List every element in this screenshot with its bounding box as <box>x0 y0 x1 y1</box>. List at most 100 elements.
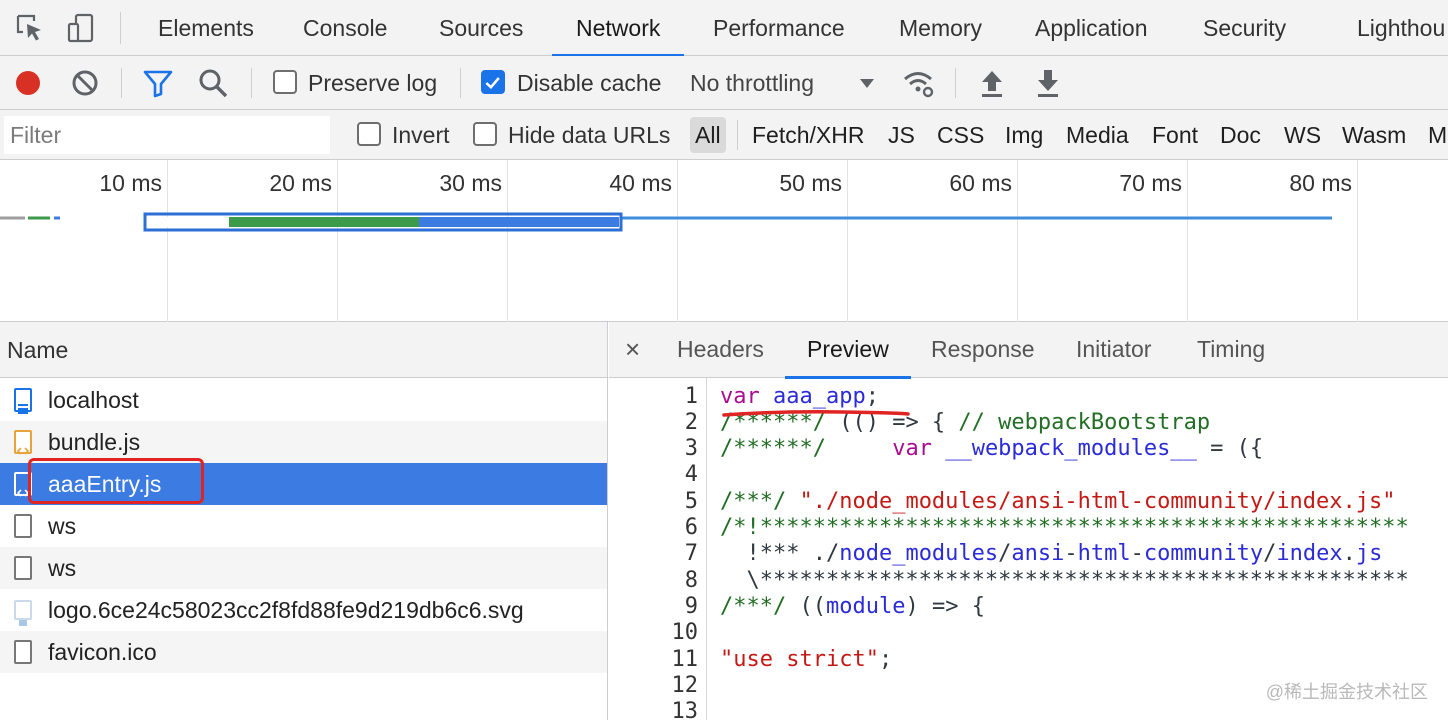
filter-icon[interactable] <box>142 67 174 99</box>
network-conditions-icon[interactable] <box>902 67 934 99</box>
device-toolbar-icon[interactable] <box>66 12 98 44</box>
annotation-underline <box>722 410 910 417</box>
hide-data-urls-label[interactable]: Hide data URLs <box>508 122 671 148</box>
code-line: /***/ "./node_modules/ansi-html-communit… <box>720 489 1396 514</box>
code-line: !*** ./node_modules/ansi-html-community/… <box>720 541 1383 566</box>
request-detail-pane: × Headers Preview Response Initiator Tim… <box>609 322 1448 720</box>
request-name: localhost <box>48 387 139 413</box>
timeline-tick-label: 60 ms <box>949 170 1012 196</box>
watermark-text: @稀土掘金技术社区 <box>1265 682 1428 702</box>
filter-type-all[interactable]: All <box>690 117 726 153</box>
line-number: 3 <box>684 436 698 461</box>
document-icon <box>14 388 32 414</box>
line-number: 2 <box>684 410 698 435</box>
timeline-tick-label: 80 ms <box>1289 170 1352 196</box>
export-har-icon[interactable] <box>1032 67 1064 99</box>
toolbar-divider <box>120 12 121 44</box>
column-header-name[interactable]: Name <box>0 322 607 378</box>
filter-type-img[interactable]: Img <box>1005 122 1044 148</box>
request-row[interactable]: localhost <box>0 379 607 421</box>
timeline-tick-label: 50 ms <box>779 170 842 196</box>
import-har-icon[interactable] <box>976 67 1008 99</box>
tab-elements[interactable]: Elements <box>158 15 254 41</box>
timeline-gridline <box>337 160 338 322</box>
devtools-tab-bar: Elements Console Sources Network Perform… <box>0 0 1448 57</box>
timeline-overview[interactable]: 10 ms 20 ms 30 ms 40 ms 50 ms 60 ms 70 m… <box>0 160 1448 322</box>
code-line: /*!*************************************… <box>720 515 1409 540</box>
script-file-icon <box>14 430 32 455</box>
chevron-down-icon[interactable] <box>851 67 883 99</box>
filter-bar: Invert Hide data URLs All Fetch/XHR JS C… <box>0 110 1448 160</box>
request-row[interactable]: logo.6ce24c58023cc2f8fd88fe9d219db6c6.sv… <box>0 589 607 631</box>
throttling-select[interactable]: No throttling <box>690 70 815 96</box>
preserve-log-checkbox[interactable] <box>273 70 297 94</box>
timeline-gridline <box>677 160 678 322</box>
tab-sources[interactable]: Sources <box>439 15 524 41</box>
inspect-element-icon[interactable] <box>14 12 46 44</box>
preserve-log-label[interactable]: Preserve log <box>308 70 438 96</box>
tab-security[interactable]: Security <box>1203 15 1287 41</box>
search-icon[interactable] <box>197 67 229 99</box>
tab-performance[interactable]: Performance <box>713 15 845 41</box>
checkmark-icon <box>485 77 500 89</box>
tab-timing[interactable]: Timing <box>1197 336 1266 362</box>
filter-type-font[interactable]: Font <box>1152 122 1199 148</box>
invert-label[interactable]: Invert <box>392 122 450 148</box>
filter-type-manifest[interactable]: M <box>1428 122 1448 148</box>
request-list: Name localhost bundle.js aaaEntry.js ws … <box>0 322 608 720</box>
tab-memory[interactable]: Memory <box>899 15 983 41</box>
filter-type-wasm[interactable]: Wasm <box>1342 122 1407 148</box>
filter-divider <box>737 120 738 150</box>
clear-icon[interactable] <box>69 67 101 99</box>
request-row[interactable]: bundle.js <box>0 421 607 463</box>
line-number-gutter: 1 2 3 4 5 6 7 8 9 10 11 12 13 <box>609 378 707 720</box>
tab-initiator[interactable]: Initiator <box>1076 336 1152 362</box>
record-icon[interactable] <box>12 67 44 99</box>
filter-type-ws[interactable]: WS <box>1284 122 1322 148</box>
filter-type-media[interactable]: Media <box>1066 122 1129 148</box>
websocket-file-icon <box>14 556 32 580</box>
tab-lighthouse[interactable]: Lighthou <box>1357 15 1446 41</box>
request-row[interactable]: ws <box>0 547 607 589</box>
timeline-gridline <box>1357 160 1358 322</box>
request-name: aaaEntry.js <box>48 471 162 497</box>
tab-response[interactable]: Response <box>931 336 1035 362</box>
request-row[interactable]: favicon.ico <box>0 631 607 673</box>
code-preview[interactable]: 1 2 3 4 5 6 7 8 9 10 11 12 13 var aaa_ap… <box>609 378 1448 720</box>
code-line: var aaa_app; <box>720 384 879 409</box>
request-row[interactable]: ws <box>0 505 607 547</box>
request-row-selected[interactable]: aaaEntry.js <box>0 463 607 505</box>
image-file-icon <box>14 600 32 626</box>
close-icon[interactable]: × <box>625 334 641 364</box>
script-file-icon <box>14 472 32 497</box>
timeline-bars <box>0 212 1332 232</box>
filter-type-js[interactable]: JS <box>888 122 915 148</box>
disable-cache-label[interactable]: Disable cache <box>517 70 662 96</box>
code-line: "use strict"; <box>720 647 893 672</box>
annotation-highlight-box <box>28 458 204 504</box>
tab-application[interactable]: Application <box>1035 15 1148 41</box>
request-name: ws <box>48 513 77 539</box>
invert-checkbox[interactable] <box>357 122 381 146</box>
line-number: 12 <box>671 673 699 698</box>
filter-type-css[interactable]: CSS <box>937 122 985 148</box>
timeline-gridline <box>847 160 848 322</box>
websocket-file-icon <box>14 514 32 538</box>
filter-input[interactable] <box>4 116 330 154</box>
timeline-bar <box>147 217 229 227</box>
tab-network[interactable]: Network <box>551 0 685 57</box>
tab-headers[interactable]: Headers <box>677 336 764 362</box>
disable-cache-checkbox[interactable] <box>481 70 505 94</box>
tab-console[interactable]: Console <box>303 15 388 41</box>
timeline-gridline <box>167 160 168 322</box>
filter-type-fetch-xhr[interactable]: Fetch/XHR <box>752 122 865 148</box>
timeline-tick-label: 10 ms <box>99 170 162 196</box>
line-number: 10 <box>671 620 699 645</box>
filter-type-doc[interactable]: Doc <box>1220 122 1261 148</box>
request-name: favicon.ico <box>48 639 157 665</box>
tab-preview[interactable]: Preview <box>785 322 911 379</box>
hide-data-urls-checkbox[interactable] <box>473 122 497 146</box>
toolbar-divider <box>251 68 252 98</box>
timeline-tick-label: 20 ms <box>269 170 332 196</box>
network-toolbar: Preserve log Disable cache No throttling <box>0 56 1448 110</box>
